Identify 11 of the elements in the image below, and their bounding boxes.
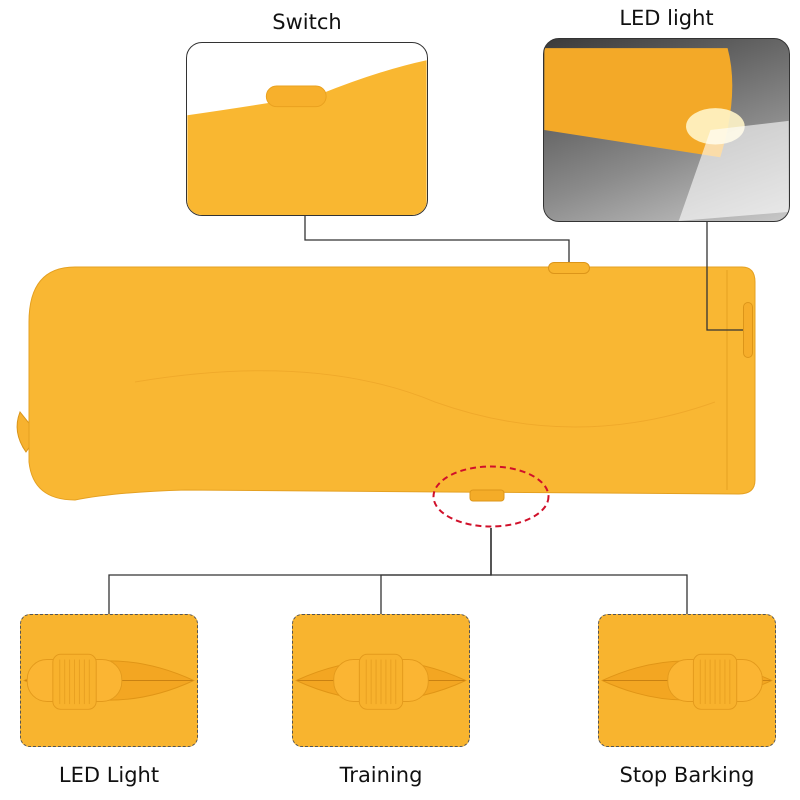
highlight-ellipse [432,465,550,528]
caption-label: Stop Barking [618,763,756,787]
leader-line [706,222,743,331]
leader-line [304,216,570,262]
caption-label: Switch [271,10,343,34]
button-drawing [548,262,590,274]
caption-label: LED Light [58,763,160,787]
caption-label: LED light [618,6,715,30]
leader-line [490,528,688,614]
lamp-drawing [743,302,753,358]
caption-label: Training [338,763,424,787]
